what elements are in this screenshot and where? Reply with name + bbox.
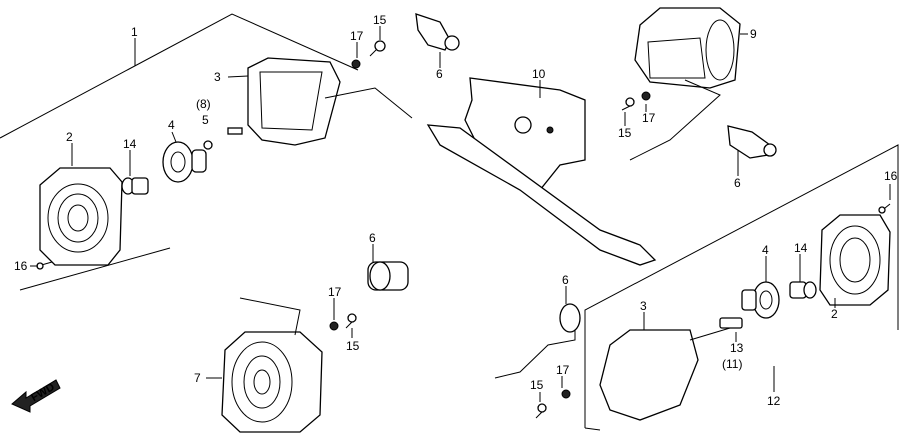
callout-17-top: 17 [350, 29, 364, 43]
callout-16-right: 16 [884, 169, 898, 183]
callout-12: 12 [767, 394, 781, 408]
callout-2-right: 2 [831, 307, 838, 321]
housing-part-3-left [247, 57, 413, 146]
callout-13: 13 [730, 341, 744, 355]
bolt-part-15-top [369, 40, 386, 57]
screw-part-16-left [36, 261, 53, 270]
callout-4-right: 4 [762, 243, 769, 257]
socket-part-4-right [741, 281, 780, 319]
callout-2-left: 2 [66, 130, 73, 144]
nut-part-17-lower [329, 321, 339, 331]
callout-17-lower: 17 [328, 285, 342, 299]
callout-1: 1 [131, 25, 138, 39]
callout-6-top: 6 [436, 67, 443, 81]
callout-15-lower: 15 [346, 339, 360, 353]
callout-4-left: 4 [168, 118, 175, 132]
bolt-part-15-bottom [535, 403, 547, 419]
clip-part-6-middle [367, 261, 409, 291]
signal-part-9 [629, 7, 741, 161]
fwd-label: FWD [29, 381, 57, 404]
screw-part-5 [203, 127, 243, 150]
callout-15-right: 15 [618, 126, 632, 140]
nut-part-17-right [641, 91, 651, 101]
callout-labels: 1 2 3 4 (8) 5 14 17 15 6 10 9 15 17 6 16… [14, 13, 898, 408]
front-right-assembly-box [584, 144, 899, 431]
bolt-part-15-right [621, 97, 635, 111]
nut-part-17-top [351, 59, 361, 69]
leader-lines [30, 26, 891, 402]
callout-14-right: 14 [794, 241, 808, 255]
bulb-part-14-right [789, 281, 817, 299]
callout-17-bottom: 17 [556, 363, 570, 377]
callout-14-left: 14 [123, 137, 137, 151]
fwd-direction-arrow [11, 379, 61, 413]
callout-10: 10 [532, 67, 546, 81]
callout-3-right: 3 [640, 299, 647, 313]
housing-part-3-right [599, 324, 741, 421]
bulb-part-14-left [121, 177, 149, 195]
callout-11: (11) [722, 357, 742, 371]
screw-part-13 [719, 317, 743, 329]
callout-3-left: 3 [214, 70, 221, 84]
callout-8: (8) [196, 97, 211, 111]
callout-6-right-assembly: 6 [562, 273, 569, 287]
callout-17-right: 17 [642, 111, 656, 125]
callout-6-right: 6 [734, 176, 741, 190]
callout-9: 9 [750, 27, 757, 41]
callout-6-middle: 6 [369, 231, 376, 245]
clip-part-6-top [415, 13, 460, 51]
lens-part-2-left [39, 167, 123, 266]
callout-16-left: 16 [14, 259, 28, 273]
lens-part-2-right [819, 214, 891, 306]
bolt-part-15-lower [345, 313, 357, 329]
clip-part-6-right-assembly [494, 303, 581, 379]
front-left-assembly-box [0, 13, 359, 291]
screw-part-16-right [878, 203, 891, 214]
signal-part-7 [221, 297, 323, 433]
nut-part-17-bottom [561, 389, 571, 399]
callout-5: 5 [202, 113, 209, 127]
clip-part-6-right [727, 125, 777, 159]
callout-15-bottom: 15 [530, 378, 544, 392]
socket-part-4-left [162, 141, 207, 183]
bracket-part-10 [426, 77, 657, 266]
callout-15-top: 15 [373, 13, 387, 27]
callout-7: 7 [194, 371, 201, 385]
